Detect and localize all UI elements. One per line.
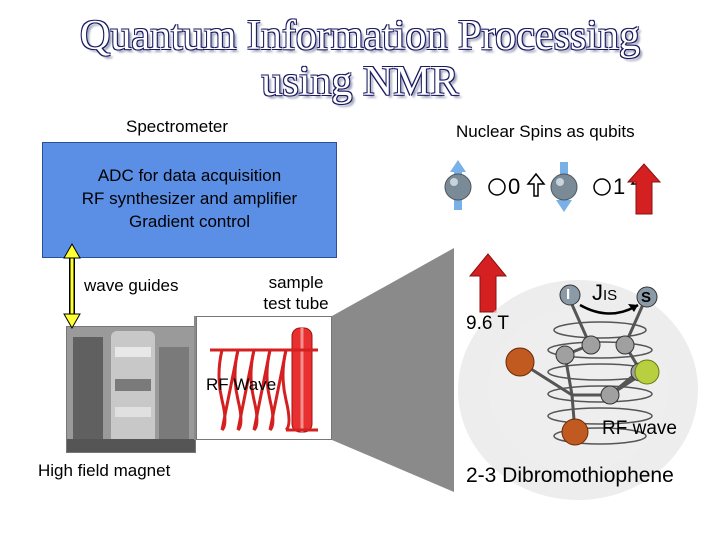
molecule-graphic xyxy=(458,280,698,500)
magnet-photo-icon xyxy=(66,326,196,453)
ket-bracket-icon xyxy=(488,178,611,196)
coupling-j: J xyxy=(592,280,603,305)
red-field-arrow-top-icon xyxy=(626,163,662,215)
field-strength-label: 9.6 T xyxy=(466,313,509,334)
spin-s-label: S xyxy=(641,289,652,306)
rf-coil-icon xyxy=(210,348,318,432)
spectrometer-heading: Spectrometer xyxy=(126,117,229,136)
ket-1-label: 1 xyxy=(613,174,626,199)
magnet-label: High field magnet xyxy=(38,461,171,480)
spin-up-sphere-icon xyxy=(444,160,472,210)
coupling-label: JIS xyxy=(592,280,617,306)
title-line-2: using NMR xyxy=(261,59,459,105)
spectrometer-box xyxy=(42,142,337,258)
rf-wave-right-label: RF wave xyxy=(602,418,677,439)
box-line-gradient: Gradient control xyxy=(129,212,250,231)
wave-guides-label: wave guides xyxy=(84,276,179,295)
up-arrow-icon xyxy=(526,172,650,197)
sample-label-line1: sample xyxy=(268,273,324,292)
ket-0-label: 0 xyxy=(508,174,521,199)
sample-label: sample test tube xyxy=(256,272,336,314)
zoom-cone-right xyxy=(332,248,454,492)
sample-label-line2: test tube xyxy=(263,294,329,313)
molecule-label: 2-3 Dibromothiophene xyxy=(466,464,674,487)
test-tube-icon xyxy=(291,327,313,433)
wave-guide-arrow-icon xyxy=(63,242,81,330)
box-line-rf: RF synthesizer and amplifier xyxy=(81,189,298,208)
field-arrow-icon xyxy=(468,253,508,313)
qubits-heading: Nuclear Spins as qubits xyxy=(456,122,635,141)
coupling-subscript: IS xyxy=(603,287,618,304)
rf-wave-left-label: RF Wave xyxy=(206,375,277,394)
box-line-adc: ADC for data acquisition xyxy=(97,166,282,185)
spin-down-sphere-icon xyxy=(550,162,578,212)
spin-i-label: I xyxy=(566,286,571,303)
title-line-1: Quantum Information Processing xyxy=(80,13,640,59)
